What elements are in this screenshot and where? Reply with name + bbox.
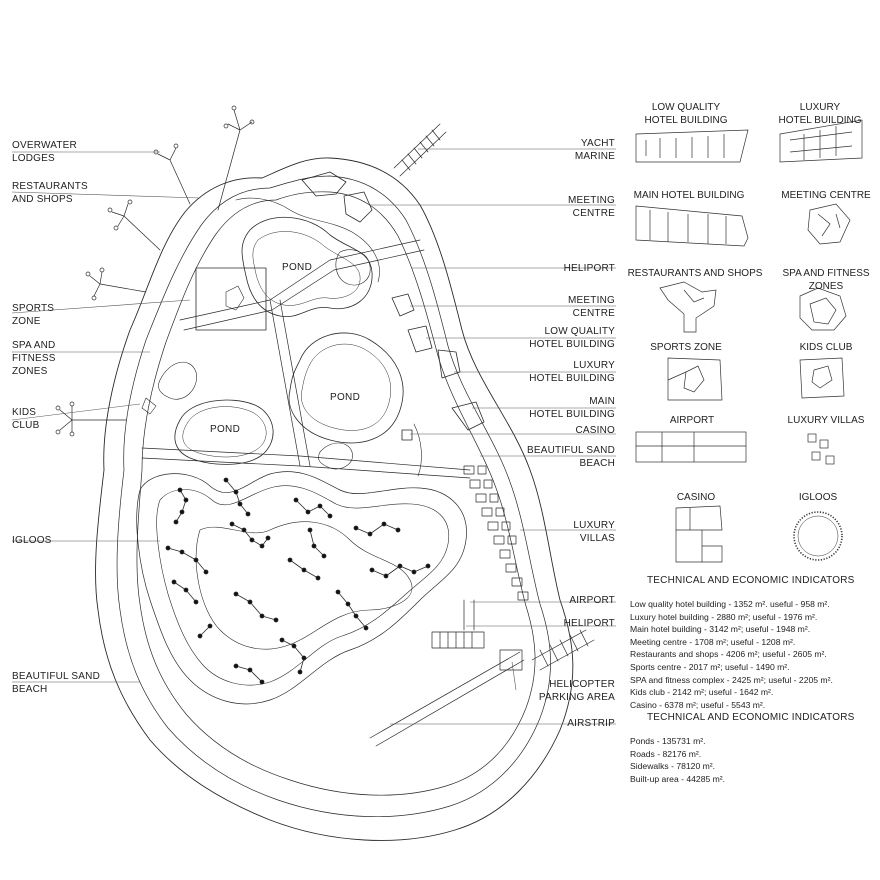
east-marina — [531, 629, 595, 671]
label-luxury-villas: LUXURY VILLAS — [573, 520, 615, 544]
pond-label-center: POND — [330, 392, 361, 403]
legend-title-restaurants-shops: RESTAURANTS AND SHOPS — [627, 268, 763, 279]
legend-luxury-villas-icon — [807, 433, 835, 465]
legend-spa-fitness-icon — [799, 287, 847, 331]
legend-luxury-hotel-icon — [779, 119, 863, 163]
pond-center — [288, 332, 404, 444]
label-meeting-centre-2: MEETING CENTRE — [568, 295, 615, 319]
legend-title-igloos: IGLOOS — [798, 492, 838, 503]
sports-zone-field — [195, 267, 267, 331]
legend-title-spa-fitness: SPA AND FITNESS ZONES — [782, 268, 870, 292]
indicator-item: Sports centre - 2017 m²; useful - 1490 m… — [630, 661, 790, 672]
perimeter-road — [136, 191, 536, 796]
indicator-item: Kids club - 2142 m²; useful - 1642 m². — [630, 687, 774, 698]
indicator-item: Low quality hotel building - 1352 m². us… — [630, 599, 830, 609]
sports-zone-inner — [225, 285, 245, 311]
label-meeting-centre-1: MEETING CENTRE — [568, 195, 615, 219]
central-road-edge — [141, 447, 471, 471]
label-overwater-lodges: OVERWATER LODGES — [12, 140, 77, 164]
legend-kids-club-icon — [799, 357, 845, 399]
airport-area — [369, 599, 525, 747]
label-airport: AIRPORT — [569, 595, 615, 606]
indicator-item: Luxury hotel building - 2880 m²; useful … — [630, 611, 818, 622]
north-buildings — [301, 171, 485, 441]
indicator-item: Built-up area - 44285 m². — [630, 773, 726, 784]
inner-roads — [141, 197, 422, 477]
indicator-item: Roads - 82176 m². — [630, 748, 702, 759]
indicators-title-buildings: TECHNICAL AND ECONOMIC INDICATORS — [647, 575, 855, 586]
cross-road — [269, 299, 311, 467]
legend-sports-zone-icon — [667, 357, 723, 401]
pond-left — [174, 399, 274, 465]
yacht-marine — [393, 123, 447, 177]
legend-title-low-quality-hotel: LOW QUALITY HOTEL BUILDING — [644, 102, 728, 126]
indicator-item: SPA and fitness complex - 2425 m²; usefu… — [630, 674, 833, 685]
igloo-zone-path — [136, 471, 467, 705]
label-low-quality-hotel-building: LOW QUALITY HOTEL BUILDING — [529, 326, 615, 350]
label-yacht-marine: YACHT MARINE — [574, 138, 615, 162]
label-kids-club: KIDS CLUB — [12, 407, 40, 431]
legend-title-airport: AIRPORT — [669, 415, 715, 426]
indicator-item: Casino - 6378 m²; useful - 5543 m². — [630, 699, 766, 710]
pond-center-inner — [300, 343, 392, 431]
label-restaurants-and-shops: RESTAURANTS AND SHOPS — [12, 181, 88, 205]
label-beautiful-sand-beach-left: BEAUTIFUL SAND BEACH — [12, 671, 101, 695]
pond-label-top: POND — [282, 262, 313, 273]
diagonal-road — [179, 239, 421, 321]
pond-top — [241, 216, 373, 318]
legend-title-main-hotel: MAIN HOTEL BUILDING — [633, 190, 745, 201]
indicators-list-buildings: Low quality hotel building - 1352 m². us… — [630, 598, 833, 711]
label-igloos: IGLOOS — [12, 535, 52, 546]
indicators-list-areas: Ponds - 135731 m². Roads - 82176 m². Sid… — [630, 735, 725, 785]
overwater-lodges — [55, 105, 255, 437]
legend-title-luxury-hotel: LUXURY HOTEL BUILDING — [778, 102, 862, 126]
pond-label-left: POND — [210, 424, 241, 435]
label-airstrip: AIRSTRIP — [567, 718, 615, 729]
legend-main-hotel-icon — [635, 205, 749, 247]
beach-edge — [116, 175, 551, 818]
label-heliport-2: HELIPORT — [563, 618, 615, 629]
luxury-villas-row — [463, 465, 529, 601]
legend-airport-icon — [635, 431, 747, 463]
indicator-item: Main hotel building - 3142 m²; useful - … — [630, 624, 811, 635]
label-beautiful-sand-beach-right: BEAUTIFUL SAND BEACH — [526, 445, 615, 469]
legend-restaurants-shops-icon — [659, 281, 717, 333]
legend-igloos-icon — [793, 511, 843, 561]
igloo-zone-path-inner — [156, 485, 450, 686]
diagonal-road-edge — [183, 249, 425, 331]
label-luxury-hotel-building: LUXURY HOTEL BUILDING — [529, 360, 615, 384]
indicator-item: Restaurants and shops - 4206 m²; useful … — [630, 649, 827, 660]
label-helicopter-parking-area: HELICOPTER PARKING AREA — [538, 679, 615, 703]
legend-low-quality-hotel-icon — [635, 129, 749, 163]
indicator-item: Sidewalks - 78120 m². — [630, 761, 716, 772]
igloo-zone-path-core — [195, 521, 413, 650]
pond-top-inner — [252, 231, 361, 306]
island-coastline — [95, 157, 574, 841]
legend-title-meeting-centre: MEETING CENTRE — [781, 190, 871, 201]
label-sports-zone: SPORTS ZONE — [12, 303, 55, 327]
label-main-hotel-building: MAIN HOTEL BUILDING — [529, 396, 615, 420]
legend-meeting-centre-icon — [807, 203, 851, 245]
label-heliport-1: HELIPORT — [563, 263, 615, 274]
legend-title-sports-zone: SPORTS ZONE — [650, 342, 722, 353]
igloo-clusters — [165, 477, 431, 685]
legend-title-luxury-villas: LUXURY VILLAS — [787, 415, 865, 426]
legend-title-kids-club: KIDS CLUB — [799, 342, 853, 353]
indicator-item: Meeting centre - 1708 m²; useful - 1208 … — [630, 636, 796, 647]
indicators-title-areas: TECHNICAL AND ECONOMIC INDICATORS — [647, 712, 855, 723]
label-casino: CASINO — [575, 425, 615, 436]
pond-left-inner — [182, 406, 267, 458]
label-spa-and-fitness-zones: SPA AND FITNESS ZONES — [12, 340, 56, 377]
legend-casino-icon — [675, 505, 723, 563]
legend-title-casino: CASINO — [676, 492, 716, 503]
indicator-item: Ponds - 135731 m². — [630, 736, 706, 746]
